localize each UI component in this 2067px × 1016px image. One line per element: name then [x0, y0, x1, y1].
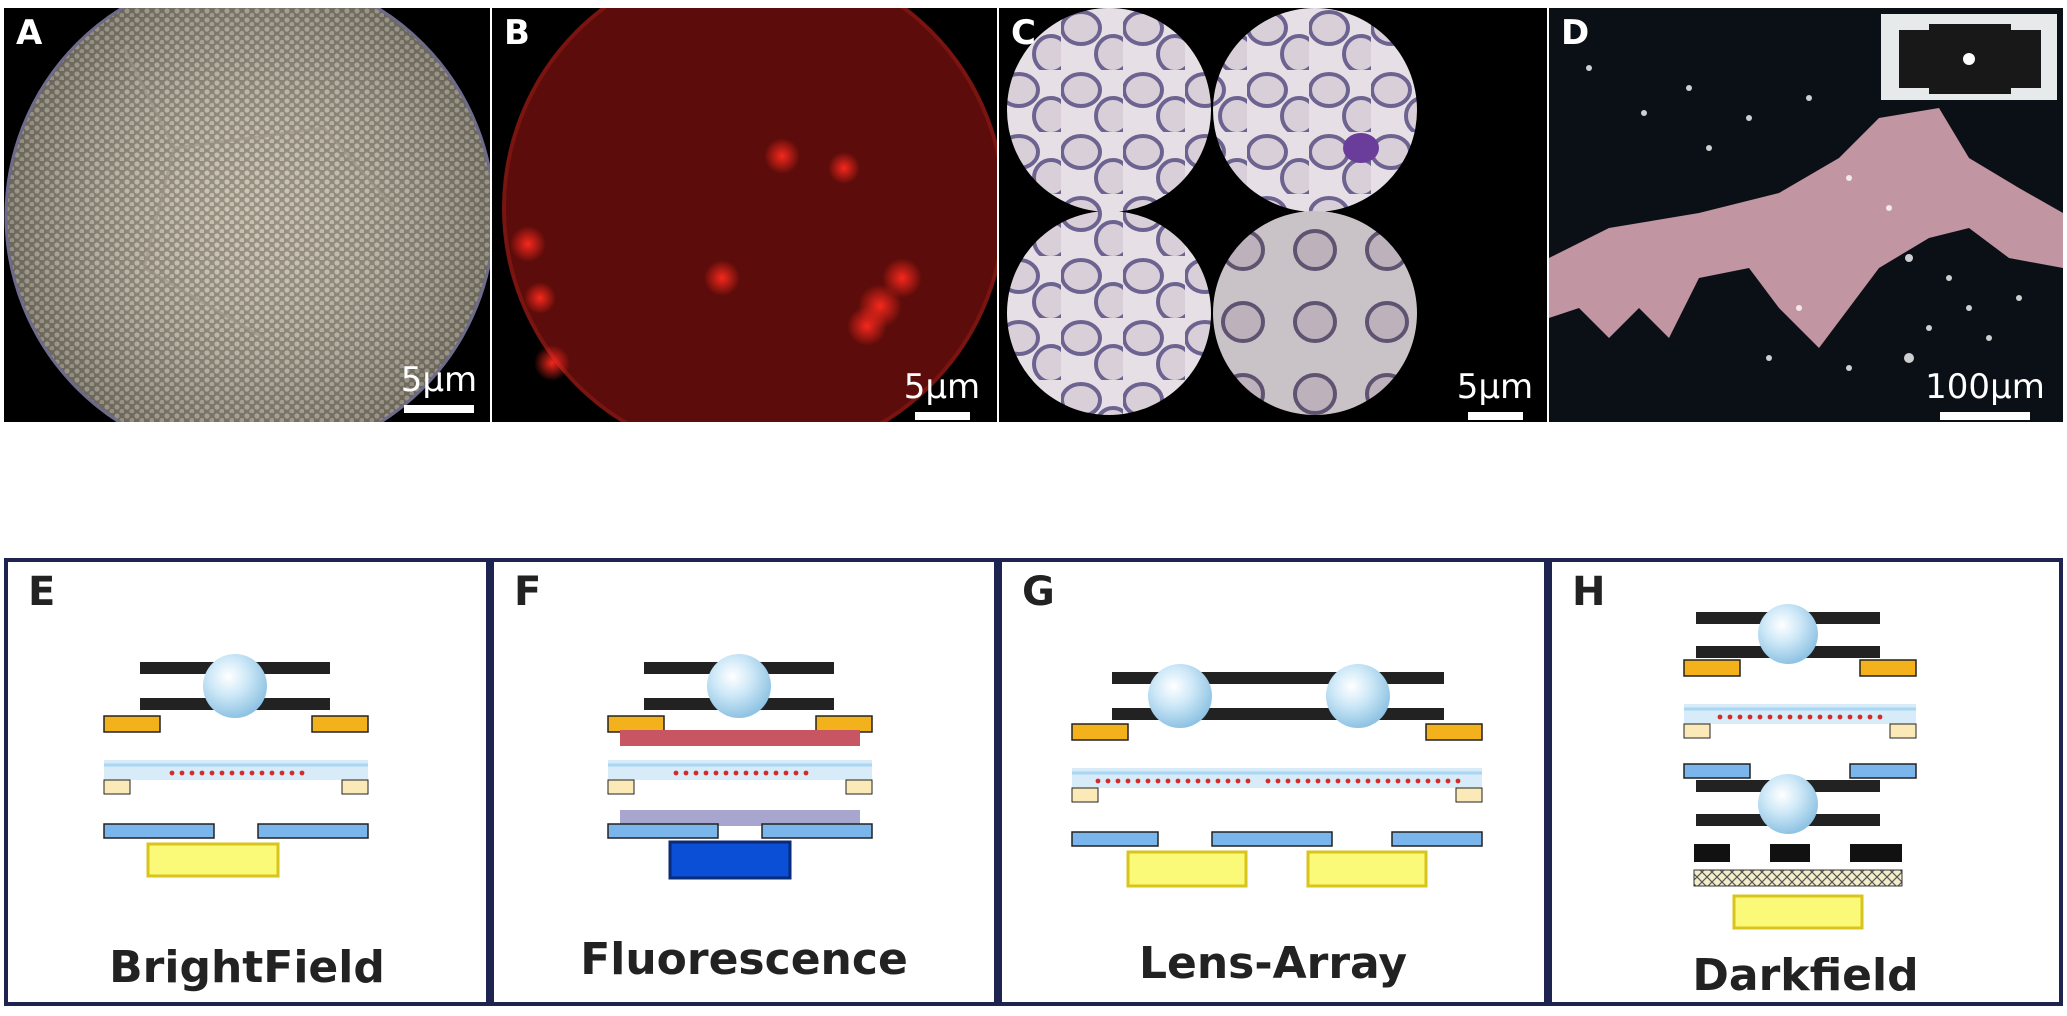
sample-dot	[1095, 778, 1101, 784]
sample-dot	[1295, 778, 1301, 784]
sample-dot	[1165, 778, 1171, 784]
sample-dot	[1315, 778, 1321, 784]
panel-letter-h: H	[1572, 569, 1606, 615]
fluorescence-image	[502, 8, 997, 422]
sample-dot	[1375, 778, 1381, 784]
darkfield-schematic	[1683, 604, 1917, 930]
caption-f: Fluorescence	[580, 934, 908, 985]
sample-dot	[1275, 778, 1281, 784]
brightfield-schematic	[103, 654, 369, 878]
fluorescence-schematic	[607, 654, 873, 880]
lens-array-schematic	[1071, 664, 1483, 888]
panel-letter-b: B	[504, 13, 530, 53]
sample-dot	[1195, 778, 1201, 784]
sample-dot	[1435, 778, 1441, 784]
sample-dot	[1145, 778, 1151, 784]
scale-bar-a: 5µm	[394, 363, 484, 413]
caption-g: Lens-Array	[1138, 938, 1408, 989]
sample-dot	[1335, 778, 1341, 784]
lattice-field-image	[4, 8, 490, 422]
panel-letter-f: F	[514, 569, 542, 615]
sample-dot	[1265, 778, 1271, 784]
panel-e-diagram: E BrightField	[4, 558, 490, 1006]
sample-dot	[1175, 778, 1181, 784]
sample-dot	[1445, 778, 1451, 784]
blood-smear-array-image	[1007, 8, 1417, 415]
panel-g-diagram: G Lens-Array	[998, 558, 1548, 1006]
panel-d-micrograph: D 100µm	[1549, 8, 2063, 422]
sample-dot	[1115, 778, 1121, 784]
panel-letter-c: C	[1011, 13, 1036, 53]
scale-bar-b: 5µm	[892, 370, 992, 420]
panel-letter-d: D	[1561, 13, 1590, 53]
panel-c-micrograph: C 5µm	[999, 8, 1547, 422]
sample-dot	[1185, 778, 1191, 784]
sample-dot	[1415, 778, 1421, 784]
sample-dot	[1285, 778, 1291, 784]
sample-dot	[1355, 778, 1361, 784]
sample-dot	[1405, 778, 1411, 784]
sample-dot	[1205, 778, 1211, 784]
sample-dot	[1345, 778, 1351, 784]
sample-dot	[1395, 778, 1401, 784]
sample-dot	[1225, 778, 1231, 784]
sample-dot	[1155, 778, 1161, 784]
darkfield-image	[1549, 8, 2063, 422]
panel-h-diagram: H	[1548, 558, 2063, 1006]
panel-letter-g: G	[1022, 569, 1055, 615]
caption-h: Darkfield	[1692, 950, 1919, 1001]
sample-dot	[1105, 778, 1111, 784]
sample-dot	[1125, 778, 1131, 784]
panel-letter-a: A	[16, 13, 43, 53]
sample-dot	[1215, 778, 1221, 784]
scale-bar-d: 100µm	[1915, 370, 2055, 420]
caption-e: BrightField	[109, 942, 385, 993]
sample-dot	[1425, 778, 1431, 784]
sample-dot	[1325, 778, 1331, 784]
scale-bar-c: 5µm	[1447, 370, 1543, 420]
panel-f-diagram: F Fluorescence	[490, 558, 998, 1006]
panel-b-micrograph: B 5µm	[492, 8, 997, 422]
panel-a-micrograph: A 5µm	[4, 8, 490, 422]
sample-dot	[1365, 778, 1371, 784]
panel-letter-e: E	[28, 569, 56, 615]
sample-dot	[1245, 778, 1251, 784]
sample-dot	[1305, 778, 1311, 784]
sample-dot	[1235, 778, 1241, 784]
sample-dot	[1135, 778, 1141, 784]
sample-dot	[1455, 778, 1461, 784]
sample-dot	[1385, 778, 1391, 784]
